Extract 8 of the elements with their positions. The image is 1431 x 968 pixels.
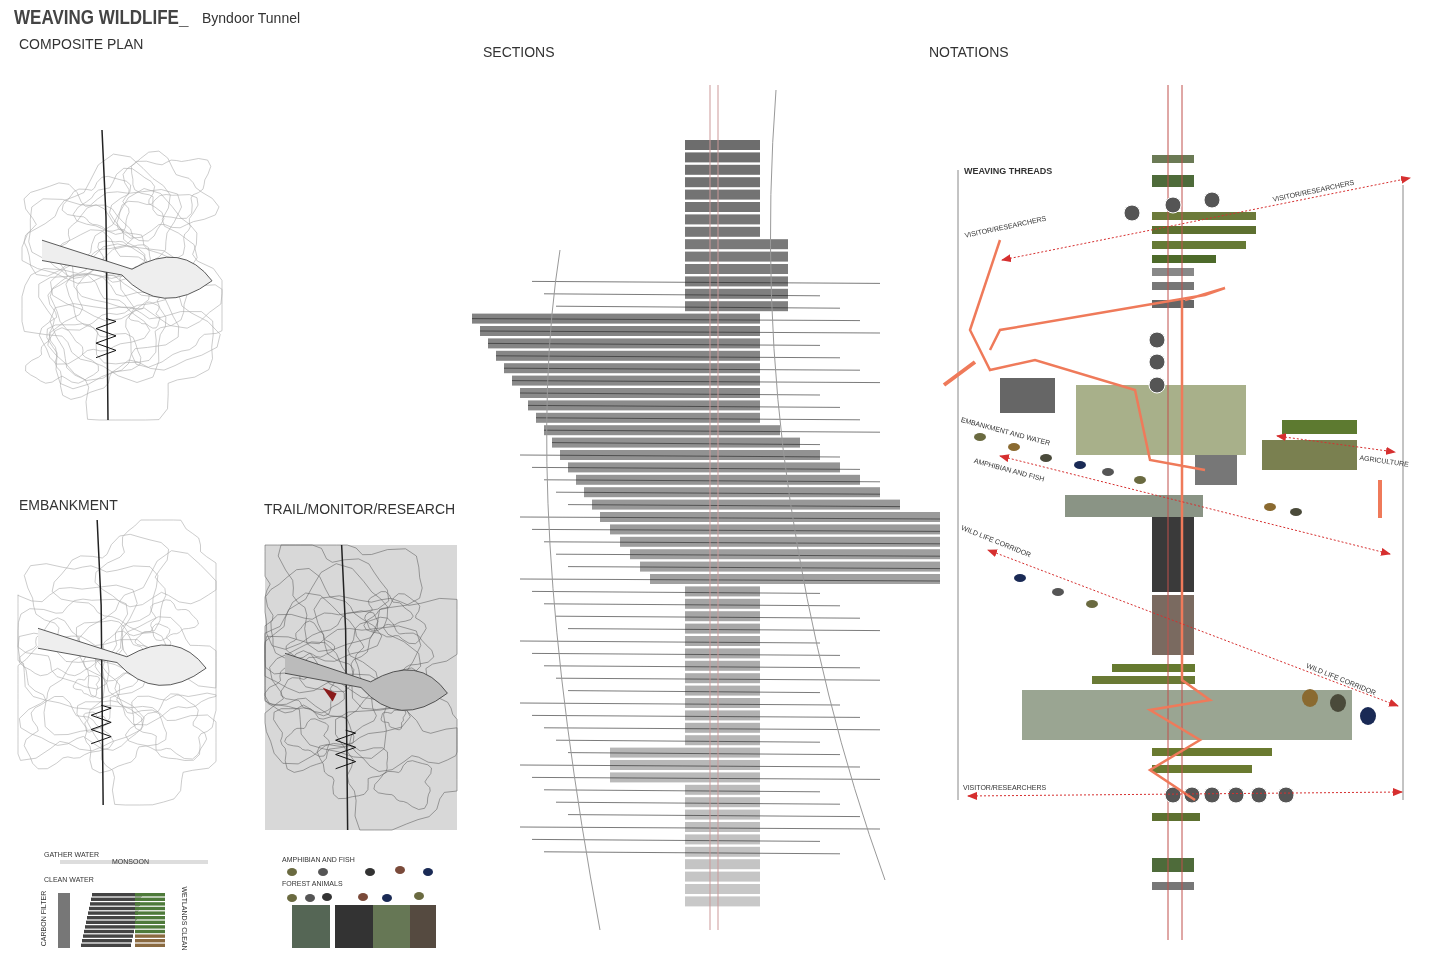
diagram-heading: WEAVING THREADS [964, 167, 1053, 176]
section-heading: COMPOSITE PLAN [19, 37, 144, 51]
section-heading: NOTATIONS [929, 45, 1009, 59]
subtitle: Byndoor Tunnel [202, 11, 301, 25]
section-heading: EMBANKMENT [19, 498, 118, 512]
section-heading: TRAIL/MONITOR/RESEARCH [264, 502, 456, 516]
title: WEAVING WILDLIFE_ [14, 6, 189, 29]
section-heading: SECTIONS [483, 45, 555, 59]
